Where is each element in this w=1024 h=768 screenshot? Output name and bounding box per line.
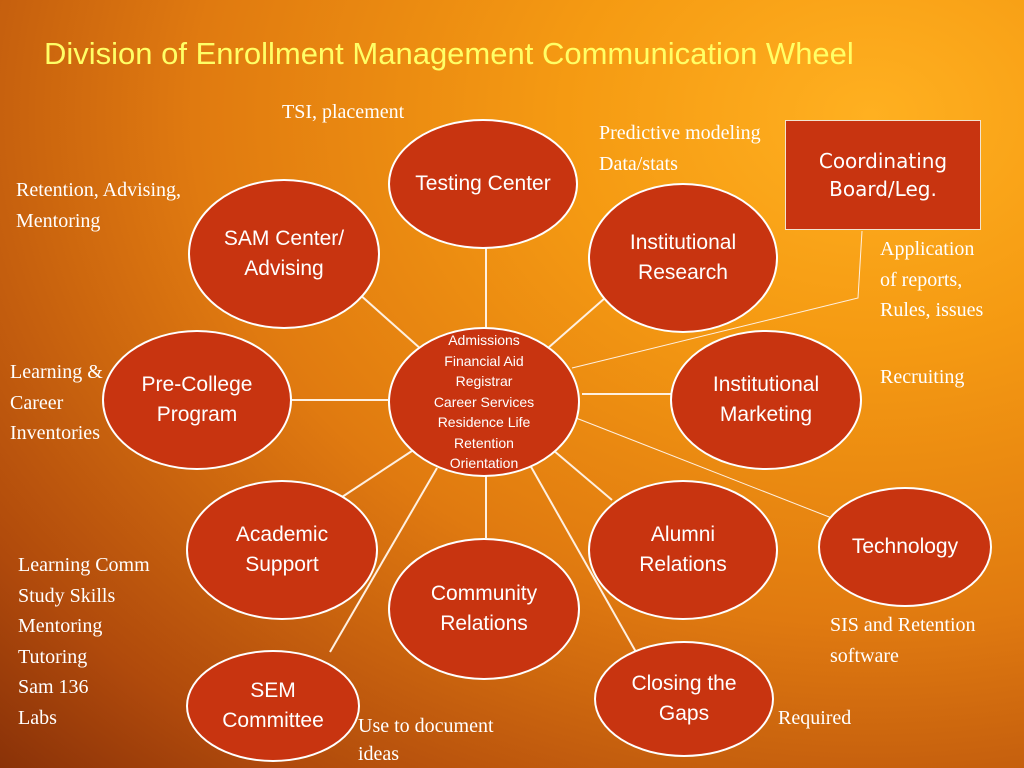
- center-line: Residence Life: [437, 414, 531, 431]
- note-learning-comm: Learning Comm Study Skills Mentoring Tut…: [18, 554, 150, 729]
- node-label: Academic: [235, 523, 329, 546]
- node-sam-center[interactable]: SAM Center/ Advising: [188, 179, 380, 329]
- connector-research: [547, 297, 606, 349]
- node-label: Gaps: [658, 702, 710, 725]
- node-alumni-relations[interactable]: Alumni Relations: [588, 480, 778, 620]
- box-label: Coordinating: [818, 149, 948, 173]
- coordinating-board-box[interactable]: Coordinating Board/Leg.: [785, 120, 981, 230]
- note-tsi-placement: TSI, placement: [282, 101, 405, 123]
- node-label: Committee: [222, 709, 324, 732]
- connector-sam: [357, 292, 423, 351]
- node-label: Institutional: [712, 373, 820, 396]
- center-line: Retention: [454, 434, 514, 451]
- node-label: Institutional: [629, 231, 737, 254]
- center-line: Financial Aid: [444, 352, 524, 369]
- node-label: Support: [245, 553, 319, 576]
- node-community-relations[interactable]: Community Relations: [388, 538, 580, 680]
- center-line: Orientation: [449, 455, 519, 472]
- connector-sem: [329, 467, 438, 653]
- box-label: Board/Leg.: [829, 177, 937, 201]
- note-retention-advising: Retention, Advising, Mentoring: [16, 179, 181, 232]
- connector-coordinating: [571, 230, 863, 369]
- connector-technology: [575, 417, 843, 523]
- node-label: Alumni: [650, 523, 716, 546]
- node-label: SEM: [250, 679, 296, 702]
- center-line: Registrar: [455, 373, 513, 390]
- node-academic-support[interactable]: Academic Support: [186, 480, 378, 620]
- connector-alumni: [552, 449, 613, 501]
- center-line: Admissions: [448, 332, 520, 349]
- node-institutional-research[interactable]: Institutional Research: [588, 183, 778, 333]
- node-technology[interactable]: Technology: [818, 487, 992, 607]
- node-label: Marketing: [719, 403, 813, 426]
- note-required: Required: [778, 707, 852, 729]
- connector-academic: [341, 446, 419, 498]
- node-label: Advising: [244, 257, 324, 280]
- node-label: Relations: [440, 612, 528, 635]
- note-predictive-modeling: Predictive modeling Data/stats: [599, 122, 761, 175]
- node-label: SAM Center/: [223, 227, 345, 250]
- node-sem-committee[interactable]: SEM Committee: [186, 650, 360, 762]
- page-title: Division of Enrollment Management Commun…: [44, 36, 854, 71]
- note-learning-career: Learning & Career Inventories: [10, 361, 103, 444]
- node-institutional-marketing[interactable]: Institutional Marketing: [670, 330, 862, 470]
- node-label: Technology: [851, 535, 959, 558]
- note-sis-retention: SIS and Retention software: [830, 614, 976, 667]
- node-label: Closing the: [631, 672, 737, 695]
- note-recruiting: Recruiting: [880, 366, 965, 388]
- connector-gaps: [529, 464, 637, 653]
- node-label: Research: [638, 261, 728, 284]
- center-line: Career Services: [433, 393, 535, 410]
- node-testing-center[interactable]: Testing Center: [388, 119, 578, 249]
- node-label: Program: [156, 403, 238, 426]
- center-hub[interactable]: Admissions Financial Aid Registrar Caree…: [388, 327, 580, 477]
- node-label: Pre-College: [141, 373, 253, 396]
- node-label: Community: [430, 582, 538, 605]
- node-pre-college-program[interactable]: Pre-College Program: [102, 330, 292, 470]
- note-application-of-reports: Application of reports, Rules, issues: [880, 238, 984, 321]
- node-label: Relations: [639, 553, 727, 576]
- note-use-to-document: Use to document ideas: [358, 715, 494, 765]
- node-closing-the-gaps[interactable]: Closing the Gaps: [594, 641, 774, 757]
- node-label: Testing Center: [415, 172, 551, 195]
